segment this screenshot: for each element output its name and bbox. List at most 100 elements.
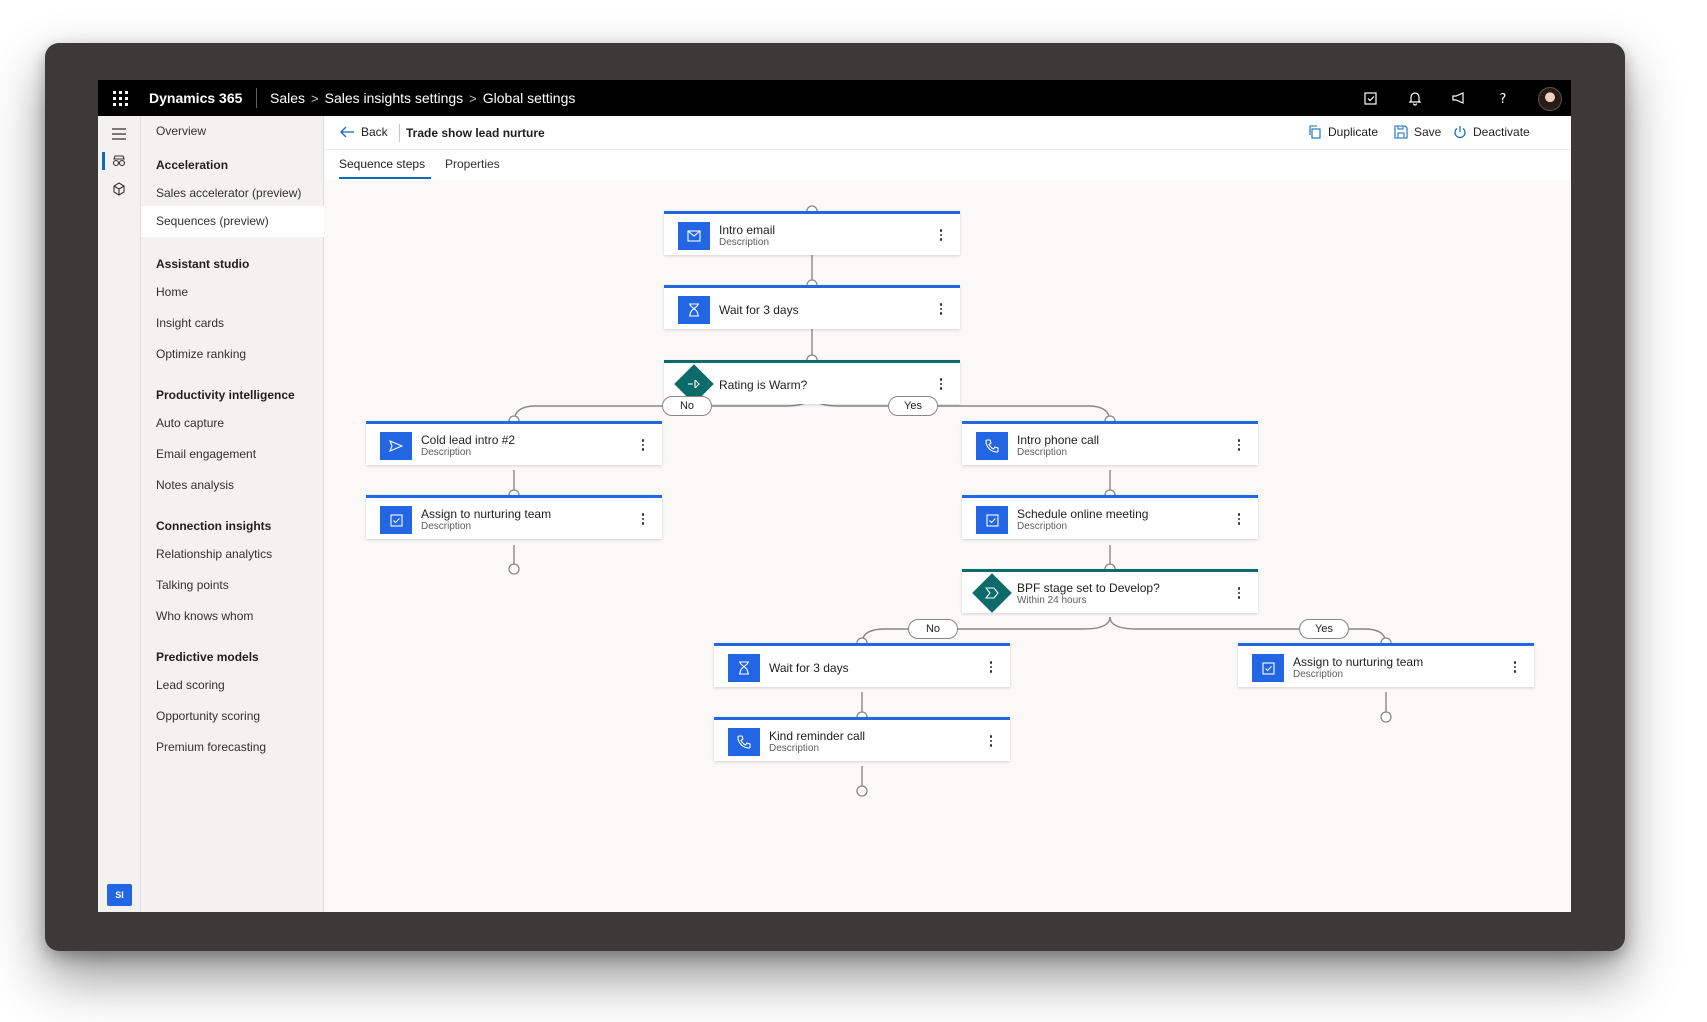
more-options-icon[interactable] <box>1510 658 1520 676</box>
branch-label-no[interactable]: No <box>908 619 958 639</box>
more-options-icon[interactable] <box>638 510 648 528</box>
task-icon <box>1252 654 1284 682</box>
nav-item-home[interactable]: Home <box>156 285 189 299</box>
nav-item-lead-scoring[interactable]: Lead scoring <box>156 678 225 692</box>
phone-icon <box>728 728 760 756</box>
breadcrumb-item-sales-insights-settings[interactable]: Sales insights settings <box>324 90 464 106</box>
nav-item-email-engagement[interactable]: Email engagement <box>156 447 257 461</box>
power-icon <box>1454 126 1466 139</box>
branch-label-yes[interactable]: Yes <box>888 396 938 416</box>
help-icon[interactable]: ? <box>1494 89 1512 107</box>
bell-icon[interactable] <box>1406 89 1424 107</box>
back-button[interactable]: Back <box>339 125 388 139</box>
hamburger-icon[interactable] <box>107 122 131 146</box>
more-options-icon[interactable] <box>986 732 996 750</box>
duplicate-button[interactable]: Duplicate <box>1308 125 1378 139</box>
mail-icon <box>678 222 710 250</box>
app-title[interactable]: Dynamics 365 <box>149 90 243 106</box>
step-title: Wait for 3 days <box>719 303 799 317</box>
more-options-icon[interactable] <box>638 436 648 454</box>
settings-area-icon[interactable] <box>107 149 131 173</box>
nav-item-opportunity-scoring[interactable]: Opportunity scoring <box>156 709 261 723</box>
tab-sequence-steps[interactable]: Sequence steps <box>339 157 426 171</box>
app-screen: Dynamics 365 Sales > Sales insights sett… <box>98 80 1571 912</box>
phone-icon <box>976 432 1008 460</box>
nav-item-sequences[interactable]: Sequences (preview) <box>141 206 324 237</box>
breadcrumb-separator: > <box>469 90 477 106</box>
step-title: Cold lead intro #2 <box>421 433 516 447</box>
nav-item-premium-forecasting[interactable]: Premium forecasting <box>156 740 267 754</box>
app-launcher-icon[interactable] <box>113 91 128 106</box>
divider <box>399 124 400 142</box>
record-title: Trade show lead nurture <box>406 126 545 140</box>
more-options-icon[interactable] <box>936 300 946 318</box>
more-options-icon[interactable] <box>1234 584 1244 602</box>
rail-selection-indicator <box>102 152 105 170</box>
area-switcher-badge[interactable]: SI <box>107 884 132 906</box>
step-description: Description <box>1017 521 1068 532</box>
condition-bpf-stage-develop[interactable]: BPF stage set to Develop? Within 24 hour… <box>962 569 1258 613</box>
tab-strip: Sequence steps Properties <box>325 150 1571 180</box>
nav-item-relationship-analytics[interactable]: Relationship analytics <box>156 547 273 561</box>
step-wait-3-days-2[interactable]: Wait for 3 days <box>714 643 1010 687</box>
step-intro-phone-call[interactable]: Intro phone call Description <box>962 421 1258 465</box>
more-options-icon[interactable] <box>1234 436 1244 454</box>
breadcrumb-item-global-settings[interactable]: Global settings <box>482 90 576 106</box>
sitemap-nav: Overview Acceleration Sales accelerator … <box>141 116 324 912</box>
duplicate-label: Duplicate <box>1328 125 1379 139</box>
nav-item-notes-analysis[interactable]: Notes analysis <box>156 478 235 492</box>
megaphone-icon[interactable] <box>1450 89 1468 107</box>
copy-icon <box>1309 125 1321 139</box>
nav-group-acceleration: Acceleration <box>156 158 229 172</box>
step-assign-nurturing-right[interactable]: Assign to nurturing team Description <box>1238 643 1534 687</box>
nav-item-talking-points[interactable]: Talking points <box>156 578 229 592</box>
step-description: Description <box>769 743 820 754</box>
step-assign-nurturing-left[interactable]: Assign to nurturing team Description <box>366 495 662 539</box>
cube-icon[interactable] <box>107 177 131 201</box>
arrow-left-icon <box>340 126 354 138</box>
step-title: BPF stage set to Develop? <box>1017 581 1160 595</box>
nav-item-who-knows-whom[interactable]: Who knows whom <box>156 609 254 623</box>
breadcrumb: Sales > Sales insights settings > Global… <box>270 90 575 106</box>
more-options-icon[interactable] <box>936 375 946 393</box>
breadcrumb-item-sales[interactable]: Sales <box>270 90 306 106</box>
more-options-icon[interactable] <box>986 658 996 676</box>
branch-label-no[interactable]: No <box>662 396 712 416</box>
condition-rating-warm[interactable]: Rating is Warm? <box>664 360 960 404</box>
step-description: Description <box>421 447 472 458</box>
nav-item-sales-accelerator[interactable]: Sales accelerator (preview) <box>156 186 302 200</box>
step-wait-3-days[interactable]: Wait for 3 days <box>664 285 960 329</box>
step-schedule-online-meeting[interactable]: Schedule online meeting Description <box>962 495 1258 539</box>
stage-icon <box>972 573 1012 613</box>
command-bar: Back Trade show lead nurture Duplicate S… <box>325 116 1571 150</box>
more-options-icon[interactable] <box>1234 510 1244 528</box>
avatar[interactable] <box>1538 87 1562 111</box>
tab-properties[interactable]: Properties <box>445 157 500 171</box>
step-description: Description <box>1017 447 1068 458</box>
nav-item-insight-cards[interactable]: Insight cards <box>156 316 225 330</box>
save-button[interactable]: Save <box>1394 125 1441 139</box>
nav-item-auto-capture[interactable]: Auto capture <box>156 416 225 430</box>
top-bar: Dynamics 365 Sales > Sales insights sett… <box>98 80 1571 116</box>
sequence-designer-canvas[interactable]: Intro email Description Wait for 3 days … <box>325 180 1571 912</box>
step-title: Wait for 3 days <box>769 661 849 675</box>
more-options-icon[interactable] <box>936 226 946 244</box>
deactivate-label: Deactivate <box>1473 125 1530 139</box>
step-title: Schedule online meeting <box>1017 507 1149 521</box>
step-intro-email[interactable]: Intro email Description <box>664 211 960 255</box>
active-tab-indicator <box>339 177 431 179</box>
branch-label-yes[interactable]: Yes <box>1299 619 1349 639</box>
step-kind-reminder-call[interactable]: Kind reminder call Description <box>714 717 1010 761</box>
nav-item-overview[interactable]: Overview <box>156 124 207 138</box>
step-title: Assign to nurturing team <box>1293 655 1424 669</box>
deactivate-button[interactable]: Deactivate <box>1453 125 1530 139</box>
nav-item-optimize-ranking[interactable]: Optimize ranking <box>156 347 247 361</box>
save-label: Save <box>1414 125 1442 139</box>
task-icon[interactable] <box>1362 89 1380 107</box>
step-cold-lead-intro[interactable]: Cold lead intro #2 Description <box>366 421 662 465</box>
divider <box>256 88 257 108</box>
nav-group-assistant-studio: Assistant studio <box>156 257 250 271</box>
hourglass-icon <box>678 296 710 324</box>
step-title: Intro email <box>719 223 776 237</box>
send-icon <box>380 432 412 460</box>
